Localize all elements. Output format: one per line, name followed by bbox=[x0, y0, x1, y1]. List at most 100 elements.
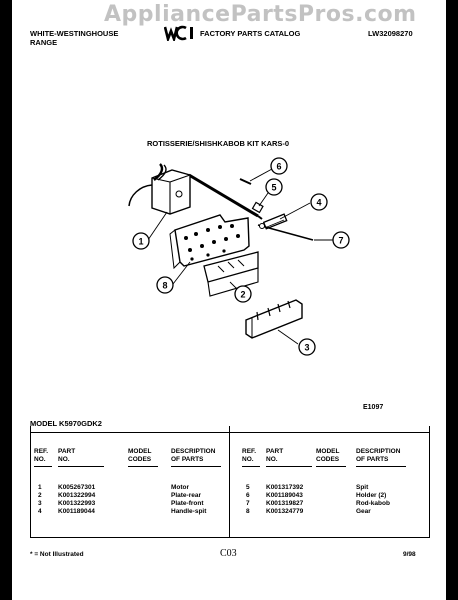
row-desc: Spit bbox=[356, 484, 369, 491]
brand-line-2: RANGE bbox=[30, 38, 58, 47]
brand-line-1: WHITE-WESTINGHOUSE bbox=[30, 29, 119, 38]
row-ref: 8 bbox=[246, 508, 250, 515]
header-ref-left: REF. NO. bbox=[34, 448, 48, 464]
row-desc: Gear bbox=[356, 508, 371, 515]
row-ref: 7 bbox=[246, 500, 250, 507]
spit-handle bbox=[262, 213, 288, 230]
row-ref: 6 bbox=[246, 492, 250, 499]
front-plate bbox=[203, 251, 259, 297]
catalog-title: FACTORY PARTS CATALOG bbox=[200, 28, 301, 38]
header-part-line2: NO. bbox=[58, 456, 70, 463]
header-desc-line2: OF PARTS bbox=[171, 456, 204, 463]
illustration-ref: E1097 bbox=[363, 404, 384, 411]
row-part: K001189044 bbox=[58, 508, 95, 515]
table-left-border bbox=[30, 426, 31, 538]
row-part: K001324779 bbox=[266, 508, 304, 515]
header-part-right: PART NO. bbox=[266, 448, 283, 464]
callout-1-label: 1 bbox=[138, 237, 143, 247]
row-part: K005267301 bbox=[58, 484, 96, 491]
table-bottom-rule bbox=[30, 537, 430, 538]
callout-3-label: 3 bbox=[304, 343, 309, 353]
header-desc-left: DESCRIPTION OF PARTS bbox=[171, 448, 215, 464]
callout-8: 8 bbox=[156, 276, 174, 294]
watermark: AppliancePartsPros.com bbox=[104, 2, 417, 27]
header-part-left: PART NO. bbox=[58, 448, 75, 464]
header-model-line1: MODEL bbox=[128, 448, 152, 455]
row-ref: 5 bbox=[246, 484, 250, 491]
header-model-left: MODEL CODES bbox=[128, 448, 151, 464]
header-ref-line2: NO. bbox=[34, 456, 46, 463]
doc-number: LW32098270 bbox=[368, 29, 413, 38]
row-desc: Rod-kabob bbox=[356, 500, 390, 507]
callout-7-label: 7 bbox=[338, 236, 343, 246]
kit-title: ROTISSERIE/SHISHKABOB KIT KARS-0 bbox=[147, 139, 290, 148]
rule-part-right bbox=[266, 466, 312, 467]
table-top-rule bbox=[30, 432, 430, 433]
callout-1: 1 bbox=[132, 232, 150, 250]
callout-2-label: 2 bbox=[240, 290, 245, 300]
callout-layer: 1 2 3 4 5 6 7 8 bbox=[132, 157, 350, 356]
brand-block: WHITE-WESTINGHOUSE RANGE bbox=[30, 29, 118, 47]
header-ref-line2: NO. bbox=[242, 456, 254, 463]
page-code: C03 bbox=[220, 548, 237, 559]
row-part: K001322993 bbox=[58, 500, 96, 507]
header-desc-line1: DESCRIPTION bbox=[171, 448, 216, 455]
header-part-line1: PART bbox=[266, 448, 284, 455]
spit-rod bbox=[188, 173, 263, 220]
catalog-header: FACTORY PARTS CATALOG bbox=[164, 25, 300, 41]
rule-desc-right bbox=[356, 466, 406, 467]
rule-model-left bbox=[128, 466, 158, 467]
callout-5-label: 5 bbox=[271, 183, 276, 193]
header-model-line2: CODES bbox=[128, 456, 152, 463]
callout-5: 5 bbox=[265, 178, 283, 196]
lower-bracket bbox=[245, 299, 303, 339]
exploded-parts-diagram bbox=[128, 163, 333, 345]
parts-table: REF. NO. PART NO. MODEL CODES DESCRIPTIO… bbox=[30, 426, 430, 538]
callout-2: 2 bbox=[234, 285, 252, 303]
row-ref: 1 bbox=[38, 484, 42, 491]
spit-holder bbox=[239, 178, 264, 214]
header-model-right: MODEL CODES bbox=[316, 448, 339, 464]
row-ref: 2 bbox=[38, 492, 42, 499]
callout-3: 3 bbox=[298, 338, 316, 356]
callout-7: 7 bbox=[332, 231, 350, 249]
header-ref-right: REF. NO. bbox=[242, 448, 256, 464]
row-desc: Motor bbox=[171, 484, 190, 491]
row-part: K001189043 bbox=[266, 492, 303, 499]
rule-desc-left bbox=[171, 466, 221, 467]
header-ref-line1: REF. bbox=[34, 448, 49, 455]
row-desc: Handle-spit bbox=[171, 508, 207, 515]
table-center-divider bbox=[229, 426, 230, 538]
kabob-rod bbox=[257, 223, 314, 241]
row-desc: Holder (2) bbox=[356, 492, 387, 499]
row-desc: Plate-front bbox=[171, 500, 204, 507]
row-part: K001317392 bbox=[266, 484, 304, 491]
header-model-line2: CODES bbox=[316, 456, 340, 463]
catalog-page: AppliancePartsPros.com WHITE-WESTINGHOUS… bbox=[12, 0, 446, 600]
rule-part-left bbox=[58, 466, 104, 467]
rear-plate bbox=[169, 214, 250, 270]
row-part: K001322994 bbox=[58, 492, 96, 499]
header-part-line2: NO. bbox=[266, 456, 278, 463]
header-model-line1: MODEL bbox=[316, 448, 340, 455]
callout-6: 6 bbox=[270, 157, 288, 175]
header-part-line1: PART bbox=[58, 448, 76, 455]
wci-logo-icon bbox=[164, 25, 193, 41]
header-ref-line1: REF. bbox=[242, 448, 257, 455]
motor bbox=[128, 163, 191, 215]
model-number: MODEL K5970GDK2 bbox=[30, 419, 102, 428]
row-part: K001319827 bbox=[266, 500, 304, 507]
catalog-date: 9/98 bbox=[403, 551, 416, 558]
callout-4-label: 4 bbox=[316, 198, 321, 208]
header-desc-line1: DESCRIPTION bbox=[356, 448, 401, 455]
rule-model-right bbox=[316, 466, 346, 467]
callout-8-label: 8 bbox=[162, 281, 167, 291]
callout-6-label: 6 bbox=[276, 162, 281, 172]
row-ref: 4 bbox=[38, 508, 42, 515]
row-ref: 3 bbox=[38, 500, 42, 507]
leader-lines bbox=[147, 168, 333, 345]
header-desc-line2: OF PARTS bbox=[356, 456, 389, 463]
callout-4: 4 bbox=[310, 193, 328, 211]
header-desc-right: DESCRIPTION OF PARTS bbox=[356, 448, 400, 464]
not-illustrated-note: * = Not Illustrated bbox=[30, 551, 84, 558]
